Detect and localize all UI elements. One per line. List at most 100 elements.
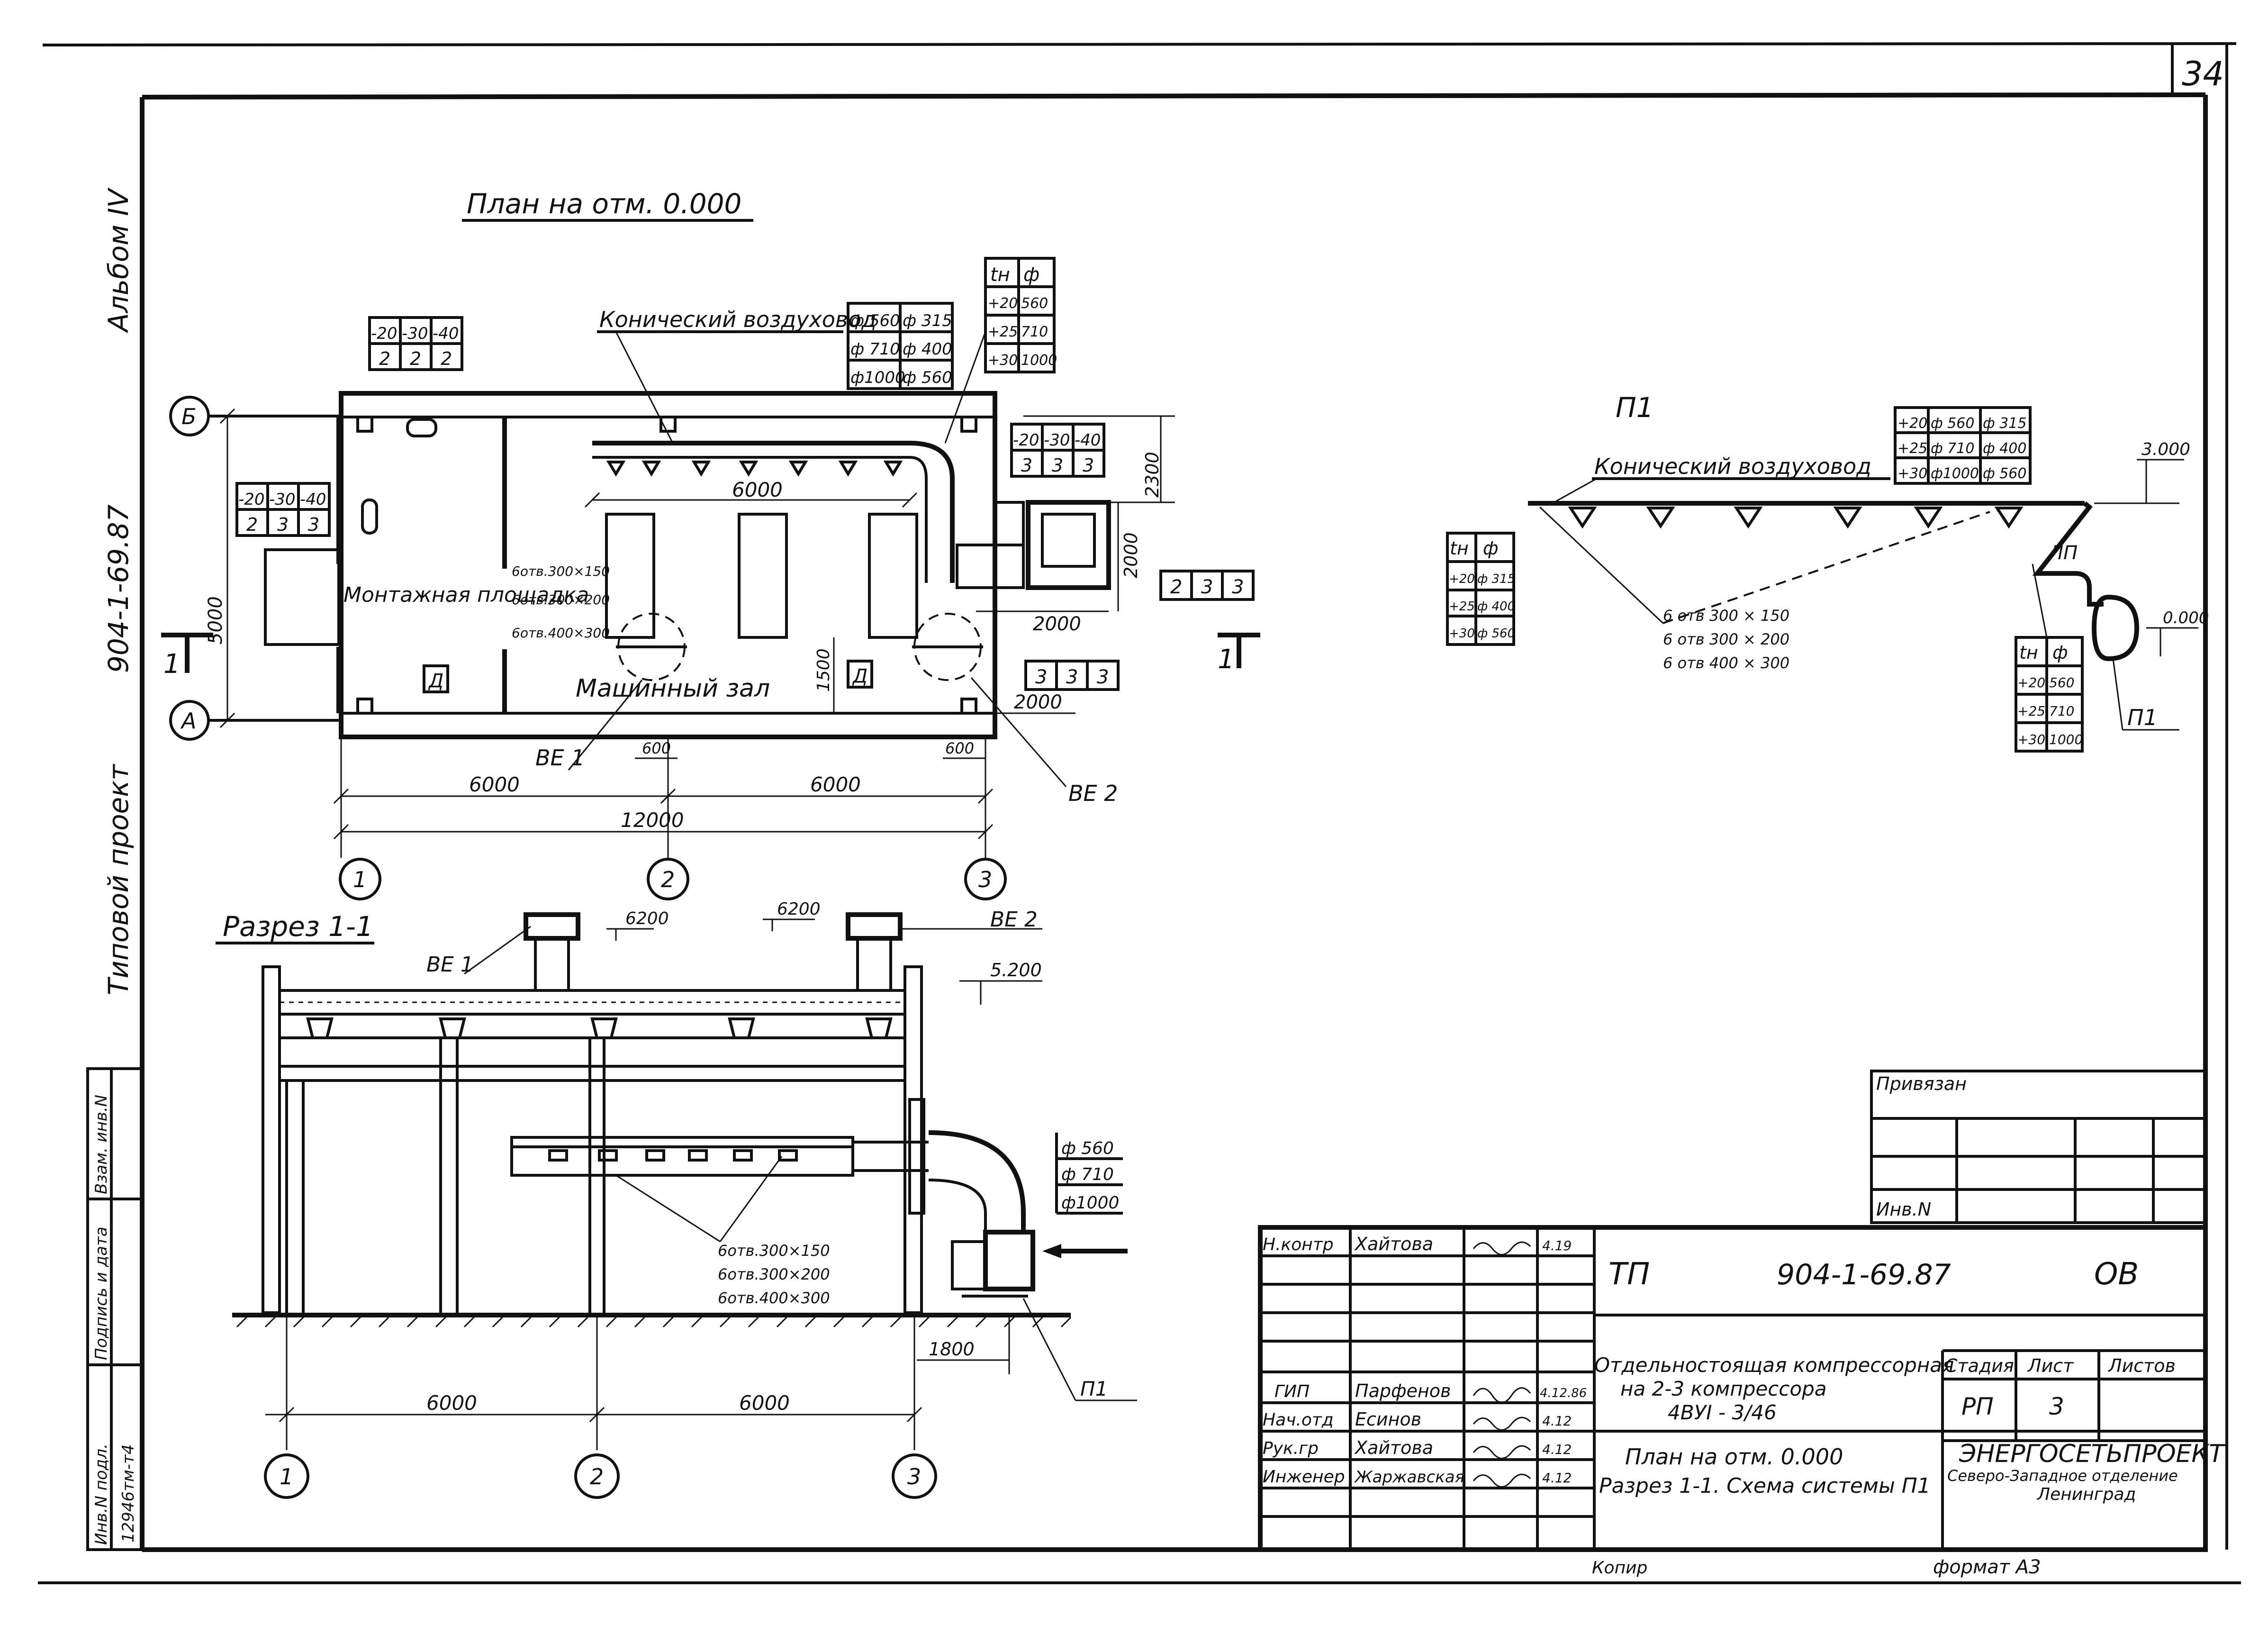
scheme-p1-label: П1 bbox=[2127, 705, 2158, 730]
svg-text:2: 2 bbox=[379, 348, 390, 369]
plan-t-table-5: 3 3 3 bbox=[1024, 660, 1120, 691]
tb-person-3-role: Рук.гр bbox=[1263, 1439, 1319, 1458]
svg-text:2000: 2000 bbox=[1120, 532, 1141, 578]
inv-n-label: Инв.N bbox=[1876, 1199, 1931, 1220]
svg-text:2: 2 bbox=[1170, 576, 1182, 598]
svg-text:ф 400: ф 400 bbox=[1983, 440, 2026, 457]
tb-person-4-role: Инженер bbox=[1263, 1467, 1345, 1487]
plan-title: План на отм. 0.000 bbox=[467, 188, 741, 220]
svg-text:ф 560: ф 560 bbox=[1931, 415, 1974, 432]
section-axis-1-bubble bbox=[264, 1453, 309, 1499]
left-stamp-strip: Взам. инв.N Подпись и дата Инв.N подл. 1… bbox=[86, 1067, 144, 1551]
svg-text:-40: -40 bbox=[300, 490, 326, 509]
svg-text:3: 3 bbox=[1083, 455, 1094, 476]
axis-a-label: А bbox=[180, 708, 196, 734]
svg-text:ф 560: ф 560 bbox=[1983, 465, 2026, 482]
signature-1 bbox=[1473, 1387, 1531, 1404]
svg-text:6000: 6000 bbox=[426, 1391, 477, 1415]
svg-text:1000: 1000 bbox=[1021, 352, 1057, 369]
svg-text:-30: -30 bbox=[402, 324, 428, 343]
tb-person-1-name: Парфенов bbox=[1355, 1380, 1451, 1401]
svg-text:600: 600 bbox=[642, 739, 671, 757]
tb-sheets-header: Листов bbox=[2107, 1355, 2176, 1376]
tb-code: ТП bbox=[1608, 1257, 1650, 1292]
plan-t-table-1: -20 -30 -40 2 2 2 bbox=[368, 316, 463, 371]
copy-label: Копир bbox=[1592, 1558, 1647, 1578]
svg-text:ф 560: ф 560 bbox=[850, 311, 900, 330]
section-ve2-label: ВЕ 2 bbox=[990, 908, 1038, 932]
svg-text:6000: 6000 bbox=[732, 478, 783, 501]
svg-text:2000: 2000 bbox=[1033, 613, 1081, 635]
plan-outlet-2: 6отв.300×200 bbox=[512, 592, 610, 608]
section-level-2: 6200 bbox=[777, 899, 821, 919]
tb-org-line-3: Ленинград bbox=[2036, 1485, 2136, 1504]
plan-t-table-3: -20 -30 -40 3 3 3 bbox=[1010, 423, 1105, 478]
svg-text:+25: +25 bbox=[2017, 703, 2045, 719]
svg-text:2000: 2000 bbox=[1014, 691, 1062, 713]
podp-data-label: Подпись и дата bbox=[92, 1226, 111, 1360]
svg-text:+20: +20 bbox=[1898, 415, 1927, 432]
svg-text:2: 2 bbox=[441, 348, 452, 369]
tb-person-3-date: 4.12 bbox=[1542, 1442, 1572, 1457]
plan-outlet-3: 6отв.400×300 bbox=[512, 625, 610, 641]
scheme-conical-duct-label: Конический воздуховод bbox=[1594, 454, 1871, 479]
plan-ve1-label: ВЕ 1 bbox=[535, 745, 585, 771]
roof-beams bbox=[306, 1017, 893, 1039]
plan-axis-1-bubble bbox=[339, 858, 381, 900]
plan-drawing: План на отм. 0.000 bbox=[161, 188, 1260, 900]
svg-text:+30: +30 bbox=[988, 352, 1018, 369]
svg-text:-30: -30 bbox=[1044, 431, 1070, 450]
section-drawing: Разрез 1-1 bbox=[216, 899, 1137, 1499]
side-labels: Альбом IV 904-1-69.87 Типовой проект bbox=[102, 187, 135, 995]
section-diam-table: ф 560 ф 710 ф1000 bbox=[1055, 1133, 1123, 1215]
tb-person-1-role: ГИП bbox=[1274, 1382, 1310, 1401]
tb-stage-header: Стадия bbox=[1945, 1355, 2014, 1376]
section-axis-2-bubble bbox=[574, 1453, 620, 1499]
svg-text:2: 2 bbox=[410, 348, 421, 369]
svg-text:1: 1 bbox=[353, 867, 367, 892]
svg-text:ф: ф bbox=[1483, 538, 1499, 559]
scheme-level-zero: 0.000 bbox=[2163, 608, 2209, 627]
svg-text:3: 3 bbox=[978, 867, 992, 892]
scheme-fan bbox=[2091, 594, 2140, 662]
plan-outlet-1: 6отв.300×150 bbox=[512, 563, 610, 579]
ground-hatch bbox=[236, 1314, 1072, 1328]
svg-text:3: 3 bbox=[1066, 666, 1078, 688]
svg-text:ф 560: ф 560 bbox=[1061, 1139, 1114, 1158]
svg-text:ф: ф bbox=[1023, 264, 1039, 286]
scheme-outlet-2: 6 отв 300 × 200 bbox=[1663, 630, 1789, 648]
svg-text:+25: +25 bbox=[1449, 599, 1475, 614]
svg-text:3: 3 bbox=[1035, 666, 1047, 688]
section-level-3: 5.200 bbox=[990, 960, 1042, 980]
tb-person-0-role: Н.контр bbox=[1263, 1235, 1334, 1254]
tb-sheet-value: 3 bbox=[2049, 1393, 2064, 1420]
tb-person-2-role: Нач.отд bbox=[1263, 1410, 1334, 1430]
svg-text:tн: tн bbox=[2019, 642, 2038, 663]
svg-text:ф1000: ф1000 bbox=[850, 368, 905, 387]
svg-text:+20: +20 bbox=[1449, 572, 1475, 586]
album-label: Альбом IV bbox=[102, 187, 135, 334]
privyazan-label: Привязан bbox=[1876, 1073, 1967, 1094]
plan-t-table-4: 2 3 3 bbox=[1159, 570, 1255, 601]
mark-d-left: Д bbox=[428, 670, 443, 692]
svg-text:+20: +20 bbox=[2017, 675, 2045, 690]
svg-text:ф 315: ф 315 bbox=[1477, 572, 1515, 586]
svg-text:1: 1 bbox=[280, 1464, 293, 1489]
section-title: Разрез 1-1 bbox=[223, 910, 373, 943]
tb-org-line-1: ЭНЕРГОСЕТЬПРОЕКТ bbox=[1959, 1440, 2226, 1468]
plan-outlet-markers bbox=[606, 461, 903, 477]
scheme-lp-label: ЛП bbox=[2048, 542, 2078, 564]
svg-text:-20: -20 bbox=[1013, 431, 1039, 450]
signature-2 bbox=[1473, 1416, 1531, 1431]
tb-stage-value: РП bbox=[1961, 1393, 1994, 1420]
room-machine-label: Машинный зал bbox=[576, 674, 770, 703]
section-outlet-2: 6отв.300×200 bbox=[718, 1265, 830, 1283]
svg-text:2300: 2300 bbox=[1142, 452, 1163, 498]
svg-text:ф1000: ф1000 bbox=[1061, 1193, 1119, 1213]
tb-object-line-3: 4ВУI - 3/46 bbox=[1668, 1401, 1777, 1424]
svg-text:-40: -40 bbox=[1075, 431, 1101, 450]
section-p1-label: П1 bbox=[1080, 1377, 1108, 1400]
svg-text:tн: tн bbox=[1450, 538, 1469, 559]
svg-text:ф 315: ф 315 bbox=[903, 311, 952, 330]
svg-text:+30: +30 bbox=[1449, 626, 1475, 641]
